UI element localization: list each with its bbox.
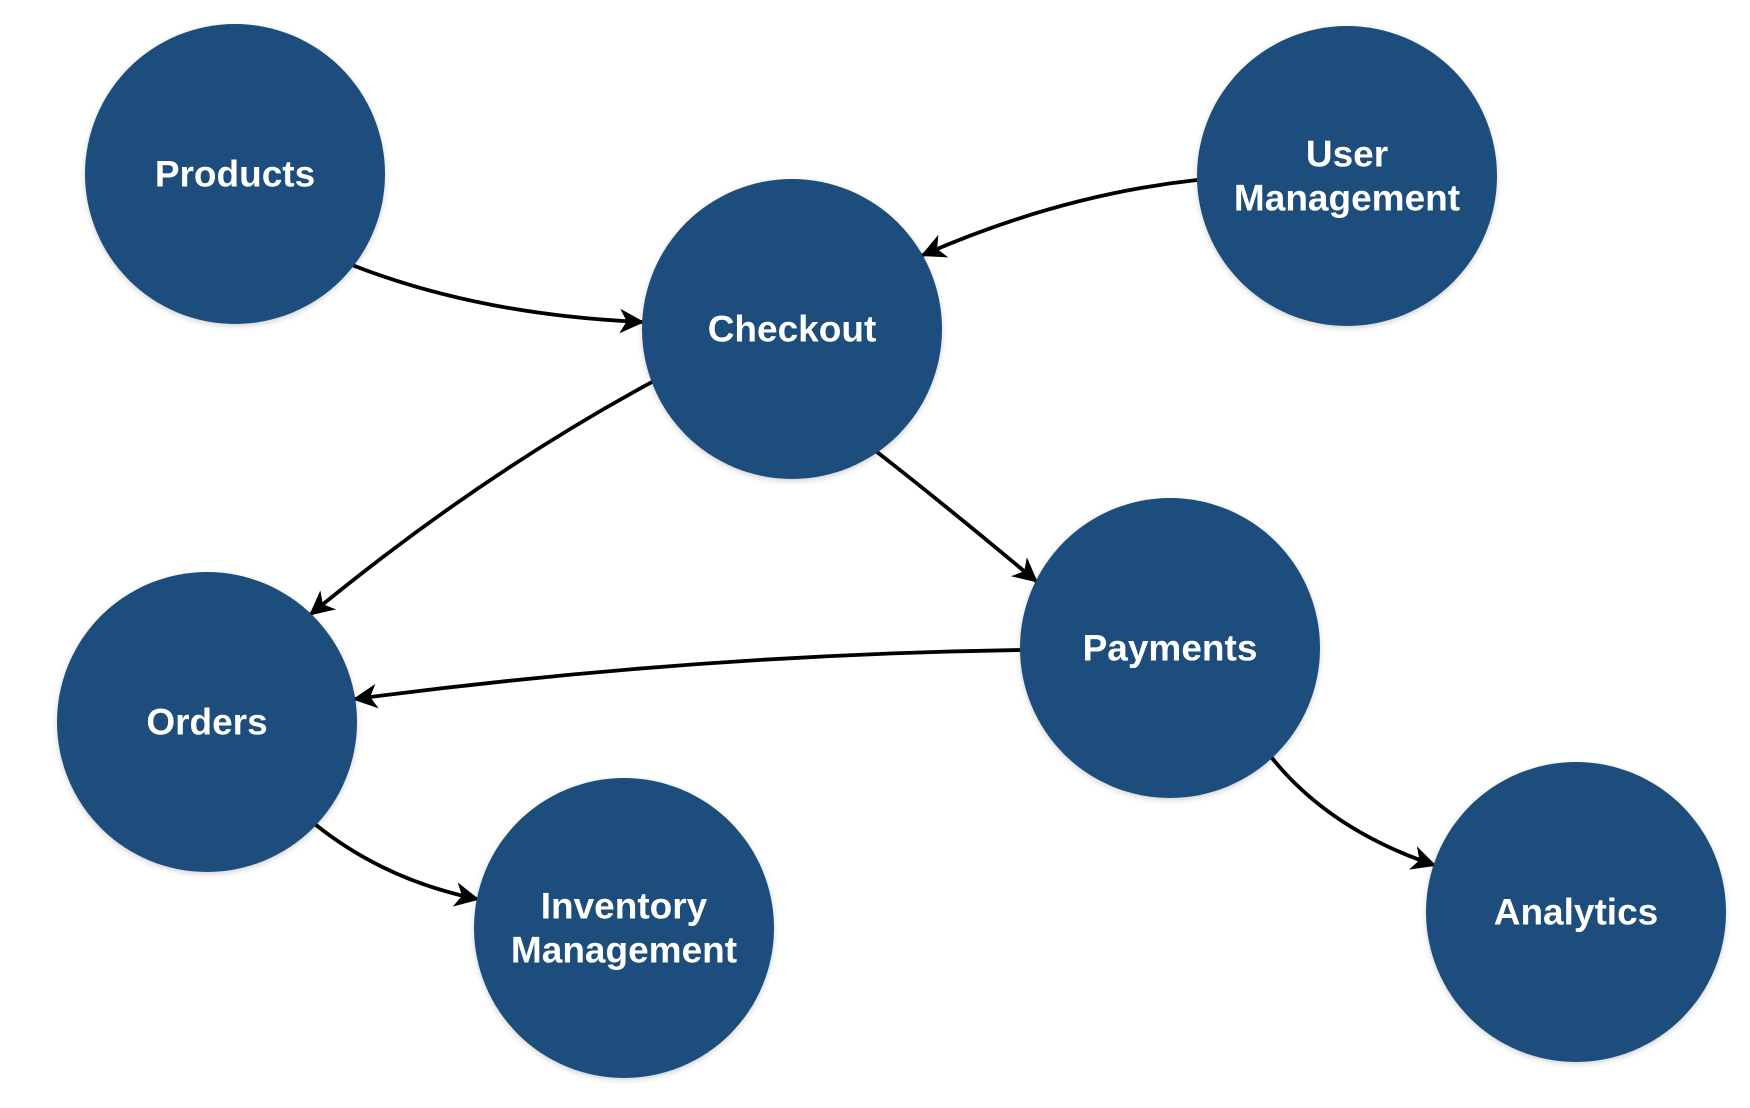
orders-circle xyxy=(57,572,357,872)
node-analytics[interactable]: Analytics xyxy=(1426,762,1726,1062)
node-payments[interactable]: Payments xyxy=(1020,498,1320,798)
checkout-circle xyxy=(642,179,942,479)
user-management-circle xyxy=(1197,26,1497,326)
payments-circle xyxy=(1020,498,1320,798)
node-user-management[interactable]: User Management xyxy=(1197,26,1497,326)
edge-layer xyxy=(309,178,1437,907)
analytics-circle xyxy=(1426,762,1726,1062)
edge-user-management-checkout[interactable] xyxy=(920,178,1199,258)
edge-payments-orders[interactable] xyxy=(352,648,1022,709)
node-checkout[interactable]: Checkout xyxy=(642,179,942,479)
products-circle xyxy=(85,24,385,324)
edge-checkout-orders[interactable] xyxy=(309,380,654,616)
edge-payments-analytics[interactable] xyxy=(1270,756,1437,870)
edge-checkout-payments[interactable] xyxy=(875,450,1038,583)
node-orders[interactable]: Orders xyxy=(57,572,357,872)
node-inventory-management[interactable]: Inventory Management xyxy=(474,778,774,1078)
node-products[interactable]: Products xyxy=(85,24,385,324)
edge-orders-inventory-management[interactable] xyxy=(314,823,480,907)
inventory-management-circle xyxy=(474,778,774,1078)
edge-products-checkout[interactable] xyxy=(350,263,645,334)
